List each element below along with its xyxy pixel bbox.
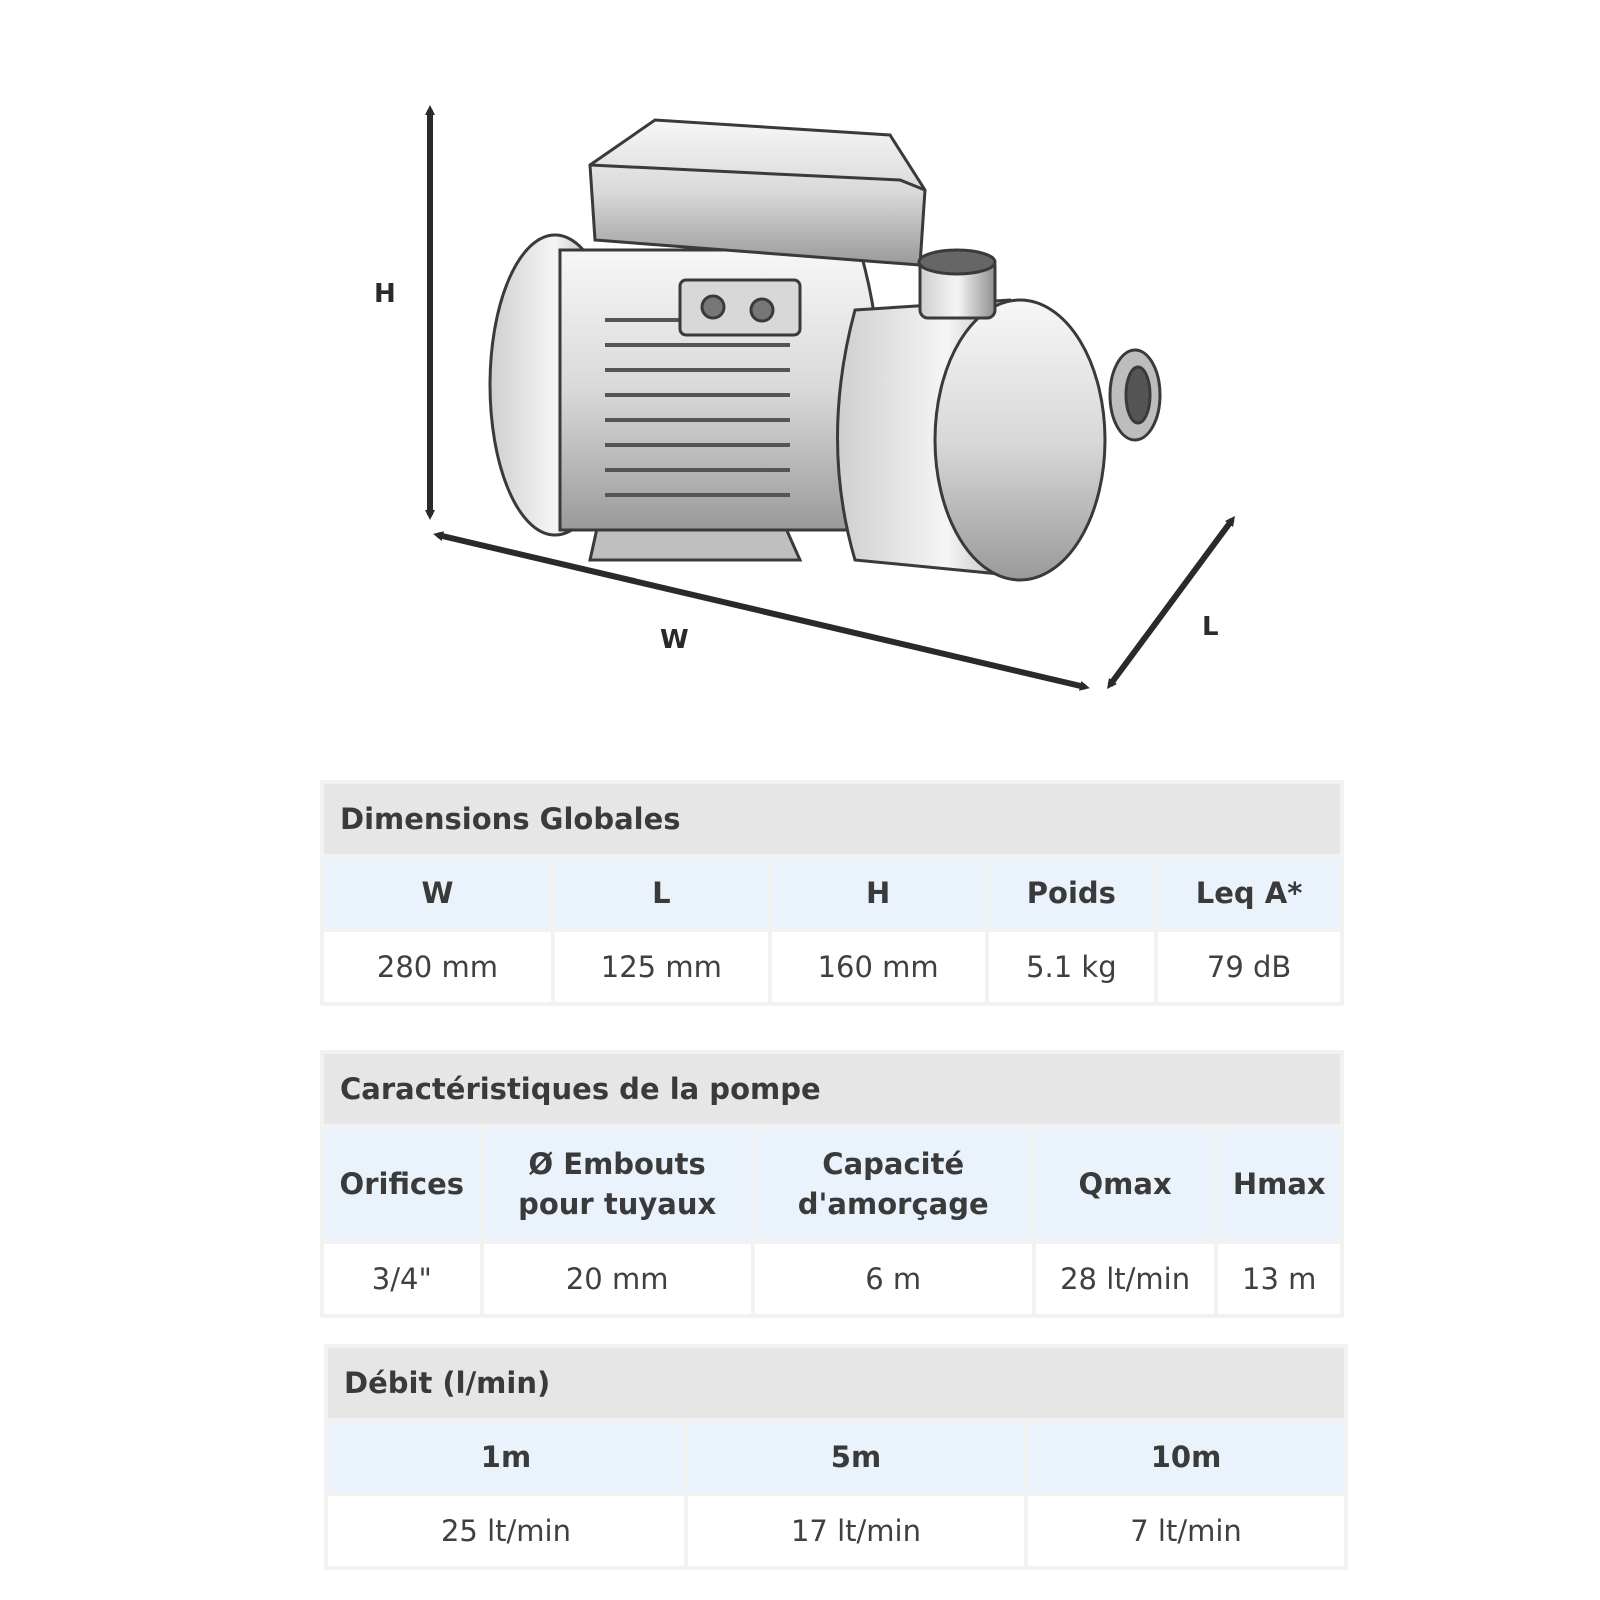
- value-leq: 79 dB: [1158, 932, 1340, 1002]
- pump-characteristics-table: Caractéristiques de la pompe Orifices Ø …: [320, 1050, 1344, 1318]
- header-leq: Leq A*: [1158, 858, 1340, 928]
- dim-label-h: H: [374, 279, 396, 309]
- dimensions-table: Dimensions Globales W L H Poids Leq A* 2…: [320, 780, 1344, 1006]
- flow-header-row: 1m 5m 10m: [328, 1422, 1345, 1492]
- dimensions-title: Dimensions Globales: [324, 784, 1340, 854]
- value-embouts: 20 mm: [483, 1244, 751, 1314]
- dim-label-w: W: [660, 625, 689, 655]
- header-w: W: [324, 858, 551, 928]
- flow-rate-table: Débit (l/min) 1m 5m 10m 25 lt/min 17 lt/…: [324, 1344, 1349, 1570]
- dim-label-l: L: [1202, 612, 1219, 642]
- header-embouts: Ø Embouts pour tuyaux: [483, 1128, 751, 1240]
- header-l: L: [554, 858, 768, 928]
- header-hmax: Hmax: [1218, 1128, 1340, 1240]
- header-capacite: Capacité d'amorçage: [754, 1128, 1032, 1240]
- header-orifices: Orifices: [324, 1128, 480, 1240]
- value-h: 160 mm: [771, 932, 985, 1002]
- value-capacite: 6 m: [754, 1244, 1032, 1314]
- dimensions-value-row: 280 mm 125 mm 160 mm 5.1 kg 79 dB: [324, 932, 1340, 1002]
- header-5m: 5m: [688, 1422, 1024, 1492]
- pump-value-row: 3/4" 20 mm 6 m 28 lt/min 13 m: [324, 1244, 1340, 1314]
- value-qmax: 28 lt/min: [1035, 1244, 1215, 1314]
- width-arrow: [433, 531, 1090, 691]
- header-qmax: Qmax: [1035, 1128, 1215, 1240]
- header-poids: Poids: [988, 858, 1155, 928]
- pump-illustration: [488, 118, 1162, 582]
- flow-title: Débit (l/min): [328, 1348, 1345, 1418]
- dimension-arrows: [425, 105, 1235, 691]
- value-orifices: 3/4": [324, 1244, 480, 1314]
- length-arrow: [1107, 515, 1235, 690]
- pump-header-row: Orifices Ø Embouts pour tuyaux Capacité …: [324, 1128, 1340, 1240]
- value-1m: 25 lt/min: [328, 1496, 684, 1566]
- dimensions-header-row: W L H Poids Leq A*: [324, 858, 1340, 928]
- pump-diagram: H W L: [374, 105, 1235, 691]
- value-hmax: 13 m: [1218, 1244, 1340, 1314]
- value-l: 125 mm: [554, 932, 768, 1002]
- pump-title: Caractéristiques de la pompe: [324, 1054, 1340, 1124]
- value-5m: 17 lt/min: [688, 1496, 1024, 1566]
- header-h: H: [771, 858, 985, 928]
- header-10m: 10m: [1028, 1422, 1345, 1492]
- value-10m: 7 lt/min: [1028, 1496, 1345, 1566]
- flow-value-row: 25 lt/min 17 lt/min 7 lt/min: [328, 1496, 1345, 1566]
- value-poids: 5.1 kg: [988, 932, 1155, 1002]
- header-1m: 1m: [328, 1422, 684, 1492]
- value-w: 280 mm: [324, 932, 551, 1002]
